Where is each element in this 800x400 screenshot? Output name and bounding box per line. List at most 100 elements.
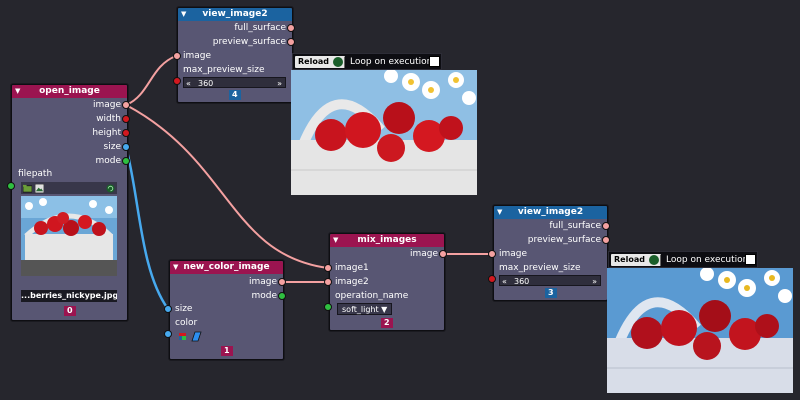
output-label-image: image — [409, 249, 438, 259]
filepath-label: filepath — [18, 169, 53, 179]
preview-image-top — [291, 70, 477, 195]
collapse-arrow-icon[interactable]: ▼ — [181, 10, 187, 18]
operation-name-dropdown[interactable]: soft_light ▼ — [337, 303, 393, 315]
strawberries-preview-image — [291, 70, 477, 195]
loop-on-execution-checkbox[interactable] — [429, 56, 440, 67]
input-label-image: image — [183, 51, 212, 61]
view-image2-top-header[interactable]: ▼ view_image2 — [178, 8, 292, 21]
view-image2-bottom-input-image-socket[interactable] — [488, 250, 496, 258]
output-label-height: height — [92, 128, 121, 138]
node-id-badge: 2 — [381, 318, 393, 328]
reload-icon[interactable] — [106, 184, 115, 193]
increment-icon[interactable]: » — [592, 277, 597, 286]
view-image2-bottom-input-max-preview-size-socket[interactable] — [488, 275, 496, 283]
file-thumbnail — [21, 196, 117, 276]
mix-images-input-image1-socket[interactable] — [324, 264, 332, 272]
open-image-output-width-socket[interactable] — [122, 115, 130, 123]
reload-button[interactable]: Reload — [295, 56, 345, 68]
max-preview-size-field[interactable]: « 360 » — [499, 275, 601, 286]
wire-open-image-to-view-image-top — [125, 55, 177, 106]
param-label-max-preview-size: max_preview_size — [183, 65, 265, 75]
preview-image-bottom — [607, 268, 793, 393]
open-image-output-size-socket[interactable] — [122, 143, 130, 151]
mix-images-input-image2-socket[interactable] — [324, 278, 332, 286]
output-label-image: image — [92, 100, 121, 110]
max-preview-size-value: 360 — [514, 277, 530, 286]
mix-images-input-operation-name-socket[interactable] — [324, 303, 332, 311]
new-color-image-input-color-socket[interactable] — [164, 330, 172, 338]
new-color-image-node[interactable]: ▼ new_color_image image mode size color … — [169, 260, 284, 360]
strawberries-thumbnail-image — [21, 196, 117, 276]
max-preview-size-value: 360 — [198, 79, 214, 88]
new-color-image-output-image-socket[interactable] — [278, 278, 286, 286]
collapse-arrow-icon[interactable]: ▼ — [497, 208, 503, 216]
toolbar-separator — [660, 255, 661, 266]
decrement-icon[interactable]: « — [502, 277, 507, 286]
output-label-preview-surface: preview_surface — [212, 37, 286, 47]
output-label-preview-surface: preview_surface — [527, 235, 601, 245]
toolbar-separator — [344, 57, 345, 68]
reload-icon — [332, 57, 343, 67]
output-label-width: width — [96, 114, 121, 124]
file-name-label: ...berries_nickype.jpg — [21, 290, 117, 302]
output-label-full-surface: full_surface — [234, 23, 286, 33]
reload-icon — [648, 255, 659, 265]
node-title: view_image2 — [517, 207, 584, 217]
new-color-image-header[interactable]: ▼ new_color_image — [170, 261, 283, 274]
reload-button[interactable]: Reload — [611, 254, 661, 266]
open-image-output-image-socket[interactable] — [122, 101, 130, 109]
node-title: open_image — [39, 86, 100, 96]
node-id-badge: 1 — [221, 346, 233, 356]
new-color-image-output-mode-socket[interactable] — [278, 292, 286, 300]
view-image2-top-input-image-socket[interactable] — [173, 52, 181, 60]
open-image-input-filepath-socket[interactable] — [7, 182, 15, 190]
node-title: new_color_image — [183, 262, 270, 272]
loop-on-execution-checkbox[interactable] — [745, 254, 756, 265]
mix-images-header[interactable]: ▼ mix_images — [330, 234, 444, 247]
output-label-size: size — [103, 142, 121, 152]
collapse-arrow-icon[interactable]: ▼ — [173, 263, 179, 271]
output-label-mode: mode — [251, 291, 277, 301]
node-title: mix_images — [357, 235, 417, 245]
mix-images-output-image-socket[interactable] — [439, 250, 447, 258]
output-label-mode: mode — [95, 156, 121, 166]
input-label-image2: image2 — [335, 277, 369, 287]
collapse-arrow-icon[interactable]: ▼ — [333, 236, 339, 244]
loop-on-execution-label: Loop on execution — [666, 255, 749, 265]
node-id-badge: 4 — [229, 90, 241, 100]
view-image2-top-node[interactable]: ▼ view_image2 full_surface preview_surfa… — [177, 7, 293, 103]
open-image-node[interactable]: ▼ open_image image width height size mod… — [11, 84, 128, 321]
param-label-operation-name: operation_name — [335, 291, 409, 301]
view-image2-bottom-node[interactable]: ▼ view_image2 full_surface preview_surfa… — [493, 205, 608, 301]
new-color-image-input-size-socket[interactable] — [164, 305, 172, 313]
input-label-color: color — [175, 318, 198, 328]
preview-toolbar-bottom: Reload Loop on execution — [608, 251, 758, 268]
folder-icon[interactable] — [23, 184, 32, 193]
open-image-output-height-socket[interactable] — [122, 129, 130, 137]
param-label-max-preview-size: max_preview_size — [499, 263, 581, 273]
view-image2-top-output-full-surface-socket[interactable] — [287, 24, 295, 32]
view-image2-bottom-output-full-surface-socket[interactable] — [602, 222, 610, 230]
wire-open-image-size-to-new-color-size — [124, 146, 170, 310]
output-label-full-surface: full_surface — [549, 221, 601, 231]
collapse-arrow-icon[interactable]: ▼ — [15, 87, 21, 95]
view-image2-top-output-preview-surface-socket[interactable] — [287, 38, 295, 46]
color-picker-icon[interactable] — [178, 331, 202, 343]
open-image-output-mode-socket[interactable] — [122, 157, 130, 165]
view-image2-top-input-max-preview-size-socket[interactable] — [173, 77, 181, 85]
open-image-header[interactable]: ▼ open_image — [12, 85, 127, 98]
node-id-badge: 0 — [64, 306, 76, 316]
output-label-image: image — [248, 277, 277, 287]
reload-label: Reload — [298, 57, 329, 66]
decrement-icon[interactable]: « — [186, 79, 191, 88]
image-icon[interactable] — [35, 184, 44, 193]
strawberries-mixed-preview-image — [607, 268, 793, 393]
view-image2-bottom-output-preview-surface-socket[interactable] — [602, 236, 610, 244]
mix-images-node[interactable]: ▼ mix_images image image1 image2 operati… — [329, 233, 445, 331]
max-preview-size-field[interactable]: « 360 » — [183, 77, 286, 88]
input-label-image: image — [499, 249, 528, 259]
increment-icon[interactable]: » — [277, 79, 282, 88]
node-id-badge: 3 — [545, 288, 557, 298]
view-image2-bottom-header[interactable]: ▼ view_image2 — [494, 206, 607, 219]
